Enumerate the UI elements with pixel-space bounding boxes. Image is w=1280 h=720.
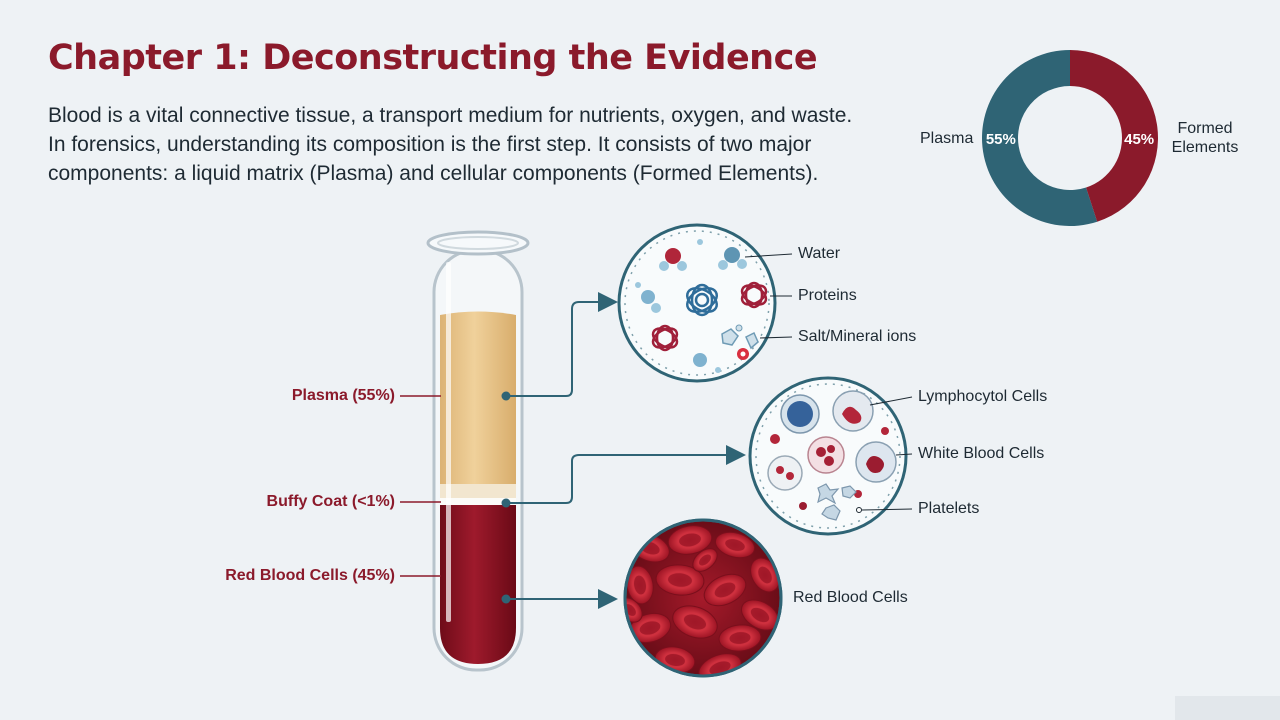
- buffy-coat-layer: [440, 484, 516, 500]
- intro-line: components: a liquid matrix (Plasma) and…: [48, 162, 819, 185]
- test-tube: [426, 230, 530, 672]
- label-salt-ions: Salt/Mineral ions: [798, 328, 917, 345]
- red-blood-cell-center: [729, 632, 751, 644]
- donut-slice-formed-elements: [1070, 50, 1158, 222]
- intro-paragraph: Blood is a vital connective tissue, a tr…: [48, 101, 928, 188]
- corner-bar: [1175, 696, 1280, 720]
- red-blood-cell-center: [699, 554, 711, 566]
- water-molecule-icon: [635, 239, 747, 373]
- red-blood-cell-center: [679, 533, 701, 547]
- plasma-components-circle: [617, 223, 793, 383]
- white-cells-circle: [748, 376, 913, 536]
- label-buffy-coat: Buffy Coat (<1%): [266, 493, 395, 510]
- red-blood-cell-center: [634, 575, 646, 595]
- label-water: Water: [798, 245, 841, 262]
- donut-slice-plasma: [982, 50, 1098, 226]
- legend-plasma: Plasma: [920, 130, 974, 147]
- label-lymphocyte-cells: Lymphocytol Cells: [918, 388, 1048, 405]
- red-blood-cell-center: [750, 607, 770, 623]
- label-plasma: Plasma (55%): [291, 387, 395, 404]
- protein-icon: [651, 281, 768, 352]
- red-blood-cell-center: [683, 614, 707, 630]
- red-blood-cell-center: [668, 573, 692, 587]
- label-platelets: Platelets: [918, 500, 980, 517]
- red-blood-cell-layer: [440, 505, 516, 664]
- connector-lines: [501, 292, 746, 609]
- lymphocyte-icon: [780, 394, 820, 434]
- label-white-blood-cells: White Blood Cells: [918, 445, 1045, 462]
- intro-line: In forensics, understanding its composit…: [48, 133, 812, 156]
- donut-value-label: 55%: [986, 131, 1016, 148]
- red-blood-cell-center: [639, 621, 661, 635]
- intro-line: Blood is a vital connective tissue, a tr…: [48, 104, 853, 127]
- donut-value-label: 45%: [1124, 131, 1154, 148]
- red-blood-cell-center: [665, 653, 685, 667]
- red-blood-cell-center: [758, 566, 772, 584]
- label-proteins: Proteins: [798, 287, 857, 304]
- label-rbc-callout: Red Blood Cells: [793, 589, 908, 606]
- composition-donut-chart: 55% 45%: [982, 50, 1158, 226]
- wbc-icon: [767, 427, 897, 510]
- red-blood-cells-circle: [623, 518, 783, 678]
- page-title: Chapter 1: Deconstructing the Evidence: [48, 38, 818, 78]
- label-red-blood-cells: Red Blood Cells (45%): [225, 567, 395, 584]
- plasma-layer: [440, 311, 516, 490]
- red-blood-cell-center: [709, 661, 731, 675]
- neutrophil-icon: [832, 390, 874, 432]
- salt-ion-icon: [721, 324, 759, 360]
- red-blood-cell-center: [725, 539, 745, 551]
- red-blood-cell-center: [714, 582, 736, 598]
- platelet-icon: [817, 483, 857, 521]
